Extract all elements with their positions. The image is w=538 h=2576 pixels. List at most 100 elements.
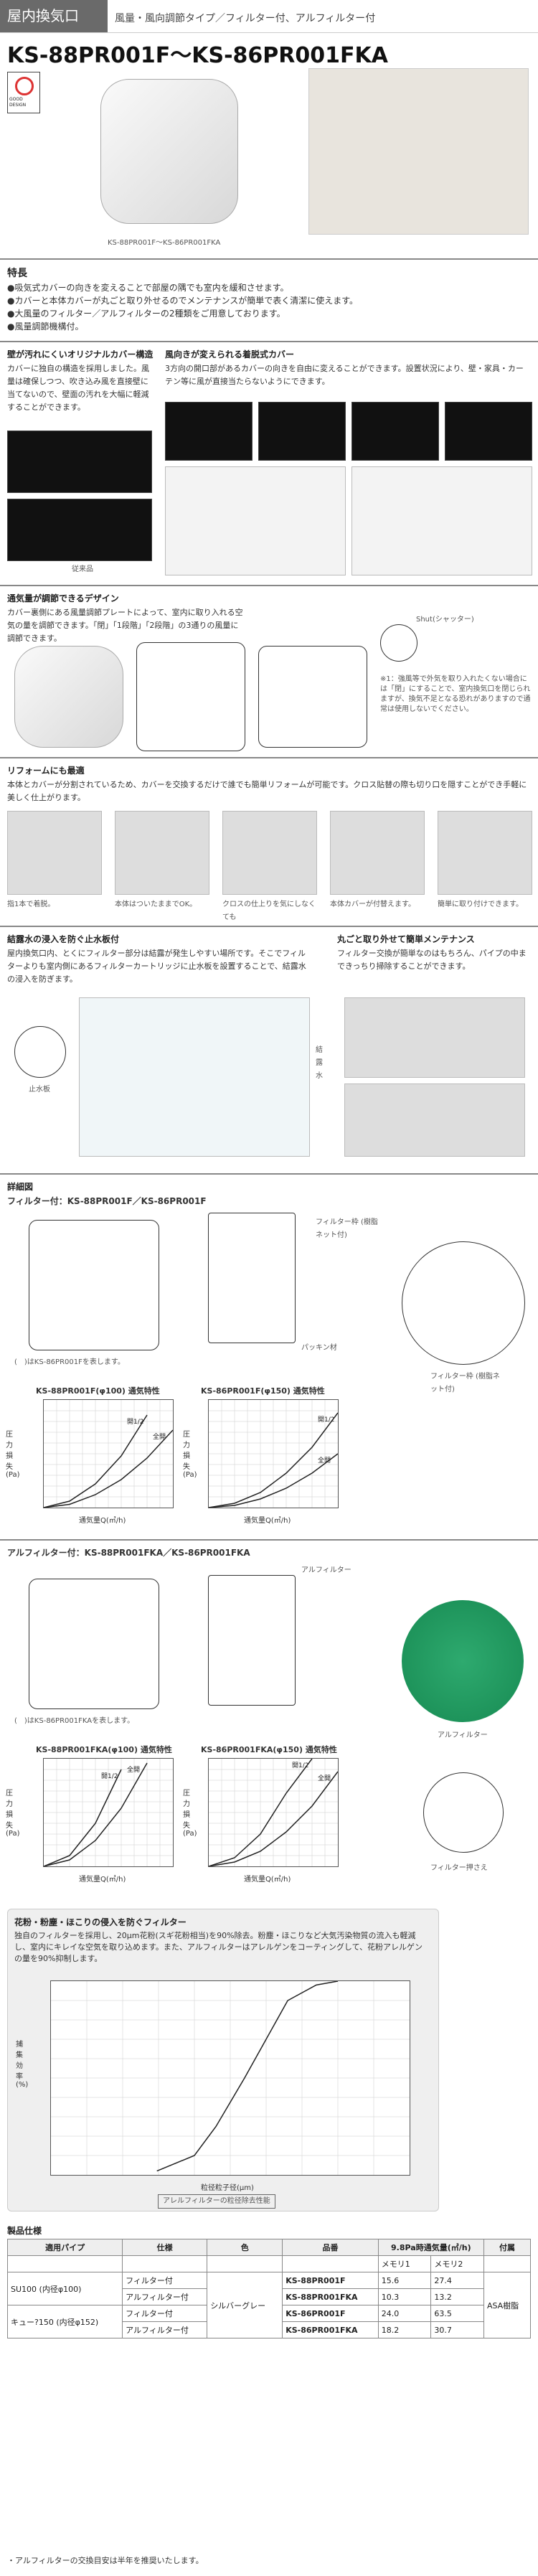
spec-type: アルフィルター付 [122, 2288, 208, 2305]
spec-v1: 24.0 [377, 2305, 432, 2322]
graph-1: 全開開1/2 [43, 1399, 174, 1508]
spec-v2: 27.4 [430, 2272, 484, 2289]
spec-th-pipe: 適用パイプ [6, 2239, 123, 2256]
spec-heading: 製品仕様 [7, 2226, 42, 2236]
spec-type: フィルター付 [122, 2272, 208, 2289]
graph-3: 全開開1/2 [43, 1758, 174, 1867]
pollen-caption: アレルフィルターの粒径除去性能 [158, 2194, 275, 2209]
spec-footnote: ・アルフィルターの交換目安は半年を推奨いたします。 [7, 2556, 204, 2565]
filter-side-view [208, 1213, 296, 1343]
direction-photo-1 [165, 402, 253, 461]
reform-step-photo-2 [115, 811, 209, 895]
spec-accessory: ASA樹脂 [483, 2272, 532, 2338]
pollen-heading: 花粉・粉塵・ほこりの侵入を防ぐフィルター [14, 1917, 187, 1927]
subtitle: 風量・風向調節タイプ／フィルター付、アルフィルター付 [115, 13, 376, 24]
table-row: アルフィルター付 KS-86PR001FKA 18.2 30.7 [8, 2321, 531, 2338]
spec-th-type: 仕様 [122, 2239, 208, 2256]
spec-model: KS-88PR001FKA [282, 2288, 379, 2305]
airflow-photo-conventional [7, 499, 152, 561]
airflow-note: ※1：強風等で外気を取り入れたくない場合には「閉」にすることで、室内換気口を閉じ… [380, 675, 531, 713]
graph-4-xlabel: 通気量Q(㎥/h) [244, 1876, 291, 1884]
graph-2: 全開 開1/2 [208, 1399, 339, 1508]
good-design-g-icon [15, 77, 34, 95]
divider [0, 1173, 538, 1175]
spec-model: KS-86PR001F [282, 2305, 379, 2322]
reform-step-photo-4 [330, 811, 425, 895]
room-photo [308, 68, 529, 235]
shutter-diagram [380, 624, 417, 662]
pollen-chart [50, 1980, 410, 2176]
spec-v1: 15.6 [377, 2272, 432, 2289]
graph-4: 全開 開1/2 [208, 1758, 339, 1867]
spec-model: KS-86PR001FKA [282, 2321, 379, 2338]
series-label: 全開 [127, 1765, 140, 1774]
series-label: 全開 [318, 1774, 331, 1782]
features-heading: 特長 [7, 268, 27, 279]
divider [0, 258, 538, 260]
table-row: キュー?150 (内径φ152) フィルター付 KS-86PR001F 24.0… [6, 2305, 531, 2338]
room-illustration-1 [165, 466, 346, 575]
spec-type: フィルター付 [122, 2305, 208, 2322]
graph-4-title: KS-86PR001FKA(φ150) 通気特性 [201, 1745, 337, 1754]
product-image [100, 79, 238, 224]
reform-step-caption-3: クロスの仕上りを気にしなくても [222, 901, 316, 921]
al-filter-caption: アルフィルター [438, 1731, 488, 1739]
divider [0, 757, 538, 758]
spec-th-airflow: 9.8Pa時通気量(㎥/h) [377, 2239, 484, 2256]
room-illustration-2 [351, 466, 532, 575]
water-stop-plate-illustration [14, 1026, 66, 1078]
feature-item-4: ●風量調節機構付。 [7, 321, 84, 332]
maint-section-heading: 丸ごと取り外せて簡単メンテナンス [337, 934, 475, 944]
al-note: ( )はKS-86PR001FKAを表します。 [14, 1717, 135, 1725]
spec-sub-2: メモリ2 [430, 2255, 484, 2272]
series-line [208, 1771, 339, 1867]
condensation-cross-section [79, 997, 310, 1157]
model-range-title: KS-88PR001F～KS-86PR001FKA [7, 43, 388, 68]
condensation-section-text: 屋内換気口内、とくにフィルター部分は結露が発生しやすい場所です。そこでフィルター… [7, 949, 306, 984]
series-label: 全開 [318, 1456, 331, 1465]
al-filter-label: アルフィルター [301, 1566, 351, 1574]
condensation-side-label: 結露水 [316, 1046, 323, 1080]
reform-section-text: 本体とカバーが分割されているため、カバーを交換するだけで誰でも簡単リフォームが可… [7, 780, 527, 802]
direction-photo-3 [351, 402, 439, 461]
series-line [208, 1758, 313, 1867]
condensation-section-heading: 結露水の浸入を防ぐ止水板付 [7, 934, 120, 944]
graph-2-ylabel: 圧力損失(Pa) [183, 1431, 197, 1479]
direction-photo-4 [445, 402, 532, 461]
airflow-section-heading: 通気量が調節できるデザイン [7, 593, 119, 603]
spec-v1: 10.3 [377, 2288, 432, 2305]
reform-step-caption-2: 本体はついたままでOK。 [115, 901, 197, 908]
header-band: 屋内換気口 風量・風向調節タイプ／フィルター付、アルフィルター付 [0, 0, 538, 33]
reform-step-photo-1 [7, 811, 102, 895]
series-line [208, 1412, 339, 1508]
reform-step-photo-3 [222, 811, 317, 895]
maint-photo-1 [344, 997, 525, 1078]
filter-note: ( )はKS-86PR001Fを表します。 [14, 1358, 125, 1366]
spec-th-model: 品番 [282, 2239, 379, 2256]
water-stop-label: 止水板 [29, 1086, 50, 1094]
pollen-text: 独自のフィルターを採用し、20μm花粉(スギ花粉相当)を90%除去。粉塵・ほこり… [14, 1931, 423, 1963]
airflow-section-text: カバー裏側にある風量調節プレートによって、室内に取り入れる空気の量を調節できます… [7, 608, 243, 643]
spec-table: 適用パイプ 仕様 色 品番 9.8Pa時通気量(㎥/h) 付属 メモリ1 メモリ… [6, 2239, 532, 2338]
maint-section-text: フィルター交換が簡単なのはもちろん、パイプの中まできっちり掃除することができます… [337, 949, 527, 971]
graph-1-xlabel: 通気量Q(㎥/h) [79, 1517, 126, 1525]
graph-4-ylabel: 圧力損失(Pa) [183, 1790, 197, 1838]
al-model-heading: アルフィルター付：KS-88PR001FKA／KS-86PR001FKA [7, 1548, 250, 1558]
packing-label: パッキン材 [301, 1344, 337, 1352]
series-line [208, 1453, 339, 1508]
filter-front-view [29, 1220, 159, 1350]
series-label: 開1/2 [127, 1418, 144, 1426]
series-label: 開1/2 [292, 1762, 309, 1769]
spec-v2: 63.5 [430, 2305, 484, 2322]
feature-item-2: ●カバーと本体カバーが丸ごと取り外せるのでメンテナンスが簡単で表く清潔に使えます… [7, 296, 359, 306]
graph-2-xlabel: 通気量Q(㎥/h) [244, 1517, 291, 1525]
reform-step-caption-4: 本体カバーが付替えます。 [330, 901, 415, 908]
spec-pipe-1: SU100 (内径φ100) [6, 2272, 123, 2305]
compare-label: 従来品 [72, 565, 93, 573]
category-label: 屋内換気口 [0, 0, 108, 32]
series-line [43, 1762, 148, 1867]
series-label: 開1/2 [318, 1416, 335, 1424]
spec-color: シルバーグレー [207, 2272, 283, 2338]
shut-label: Shut(シャッター) [416, 616, 474, 624]
